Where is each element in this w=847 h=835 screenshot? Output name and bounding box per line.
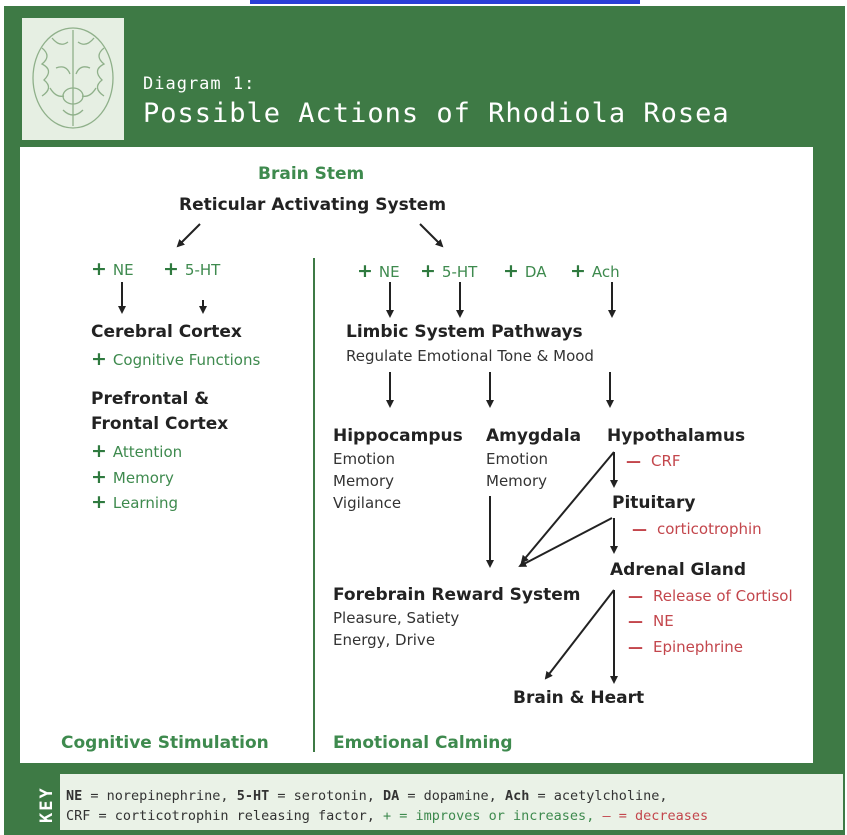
brain-heart-title: Brain & Heart [513, 688, 645, 708]
prefrontal-title-2: Frontal Cortex [91, 414, 229, 434]
right-mod-ne: +NE [357, 260, 400, 282]
limbic-title: Limbic System Pathways [346, 322, 583, 342]
diagram-title: Possible Actions of Rhodiola Rosea [143, 98, 730, 129]
diagram-panel [20, 147, 813, 763]
forebrain-item-2: Energy, Drive [333, 631, 436, 649]
diagram-label: Diagram 1: [143, 74, 256, 94]
right-mod-ach: +Ach [570, 260, 620, 282]
hippocampus-title: Hippocampus [333, 426, 463, 446]
hippocampus-item-1: Emotion [333, 450, 395, 468]
key-label: KEY [37, 786, 57, 823]
forebrain-title: Forebrain Reward System [333, 585, 581, 605]
prefrontal-title-1: Prefrontal & [91, 389, 210, 409]
forebrain-item-1: Pleasure, Satiety [333, 609, 460, 627]
adrenal-title: Adrenal Gland [610, 560, 747, 580]
prefrontal-effect-attention: +Attention [91, 440, 183, 462]
hypothalamus-effect-crf: —CRF [626, 452, 681, 470]
left-footer: Cognitive Stimulation [61, 733, 269, 753]
limbic-subtitle: Regulate Emotional Tone & Mood [346, 347, 594, 365]
amygdala-item-2: Memory [486, 472, 548, 490]
adrenal-effect-cortisol: —Release of Cortisol [628, 587, 793, 605]
left-mod-5ht: +5-HT [163, 258, 221, 280]
right-mod-da: +DA [503, 260, 547, 282]
brain-icon [32, 27, 114, 129]
pituitary-effect: —corticotrophin [632, 520, 762, 538]
right-mod-5ht: +5-HT [420, 260, 478, 282]
key-line-2: CRF = corticotrophin releasing factor, +… [66, 808, 709, 824]
brain-stem-title: Brain Stem [258, 164, 365, 184]
adrenal-effect-epinephrine: —Epinephrine [628, 638, 743, 656]
pituitary-title: Pituitary [612, 493, 696, 513]
left-mod-ne: +NE [91, 258, 134, 280]
hippocampus-item-2: Memory [333, 472, 395, 490]
brain-illustration [22, 18, 124, 140]
key-area [60, 774, 843, 830]
prefrontal-effect-learning: +Learning [91, 491, 179, 513]
hippocampus-item-3: Vigilance [333, 494, 402, 512]
cerebral-cortex-title: Cerebral Cortex [91, 322, 242, 342]
cerebral-effect: +Cognitive Functions [91, 348, 261, 370]
right-footer: Emotional Calming [333, 733, 513, 753]
key-label-box [34, 774, 60, 830]
adrenal-effect-ne: —NE [628, 612, 674, 630]
amygdala-item-1: Emotion [486, 450, 548, 468]
ras-title: Reticular Activating System [179, 195, 447, 215]
top-link[interactable] [250, 0, 640, 6]
hypothalamus-title: Hypothalamus [607, 426, 746, 446]
prefrontal-effect-memory: +Memory [91, 466, 174, 488]
key-line-1: NE = norepinephrine, 5-HT = serotonin, D… [66, 788, 668, 804]
amygdala-title: Amygdala [486, 426, 582, 446]
